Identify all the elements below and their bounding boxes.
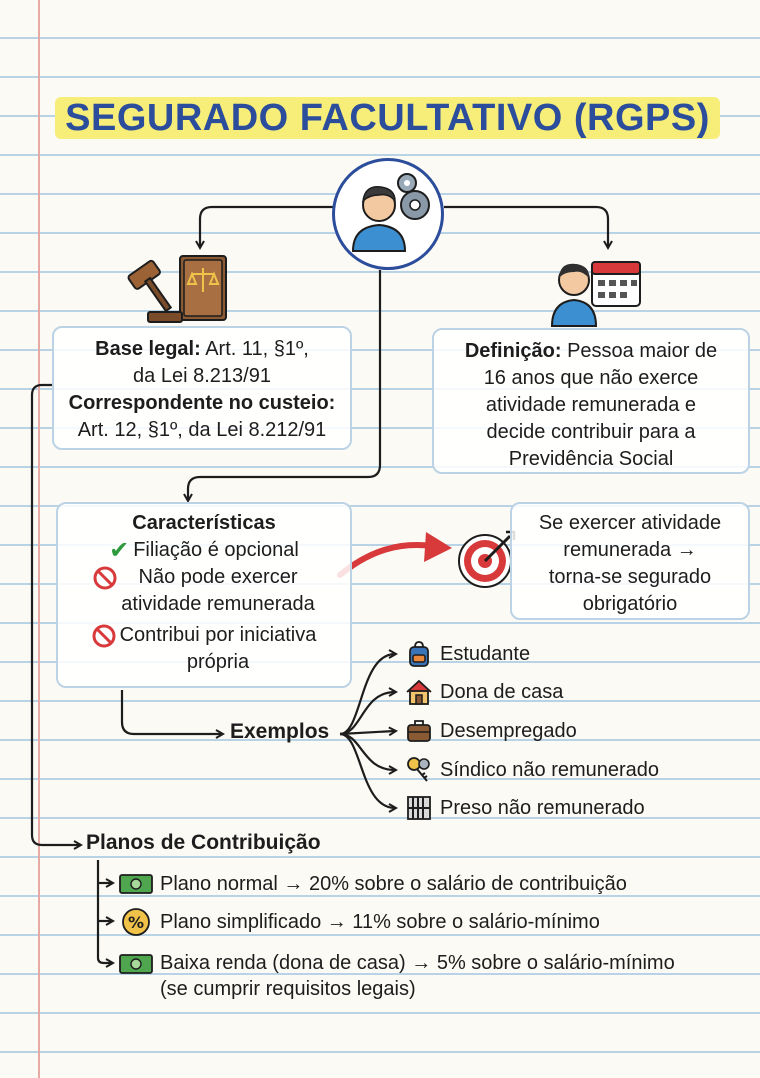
target-icon [456,528,518,590]
exemplo-desempregado: Desempregado [404,716,577,746]
base-legal-box: Base legal: Art. 11, §1º, da Lei 8.213/9… [52,326,352,450]
definicao-label: Definição: [464,340,562,362]
plano-normal: Plano normal → 20% sobre o salário de co… [118,869,627,899]
obrigatorio-box: Se exercer atividade remunerada → torna-… [510,502,750,620]
connector-to-exemplos [120,690,222,734]
plano-simplificado: % Plano simplificado → 11% sobre o salár… [118,907,600,937]
planos-branches [96,860,112,963]
page-title: SEGURADO FACULTATIVO (RGPS) [55,94,720,142]
connector-to-base-legal [200,205,333,247]
svg-text:%: % [128,913,144,932]
keys-icon [404,755,434,785]
gavel-book-icon [118,252,238,326]
connector-to-definicao [444,205,608,247]
exemplos-label: Exemplos [230,720,330,743]
custeio-label: Correspondente no custeio: [68,392,336,414]
exemplo-dona-de-casa: Dona de casa [404,677,563,707]
exemplo-sindico: Síndico não remunerado [404,755,659,785]
exemplo-preso: Preso não remunerado [404,793,645,823]
house-icon [404,677,434,707]
percent-coin-icon: % [118,907,154,937]
person-calendar-icon [548,252,644,328]
caracteristicas-title: Características [132,512,276,534]
caracteristicas-box: Características ✔ Filiação é opcional Nã… [56,502,352,688]
backpack-icon [404,639,434,669]
money-icon [118,869,154,899]
notebook-margin-line [38,0,40,1078]
prohibited-icon [93,566,117,590]
jail-bars-icon [404,793,434,823]
planos-label: Planos de Contribuição [86,831,321,854]
prohibited-icon [92,624,116,648]
red-arrow [337,542,435,578]
exemplos-branches [339,654,395,808]
feature-filiacao: ✔ Filiação é opcional [109,537,299,564]
connector-to-caracteristicas [188,270,382,500]
money-icon [118,949,154,979]
connector-to-planos [30,383,80,845]
person-gears-icon [332,158,444,270]
definicao-box: Definição: Pessoa maior de 16 anos que n… [432,328,750,474]
base-legal-label: Base legal: [95,338,201,360]
exemplo-estudante: Estudante [404,639,530,669]
check-icon: ✔ [109,537,130,564]
briefcase-icon [404,716,434,746]
plano-baixa-renda: Baixa renda (dona de casa) → 5% sobre o … [118,950,675,1002]
